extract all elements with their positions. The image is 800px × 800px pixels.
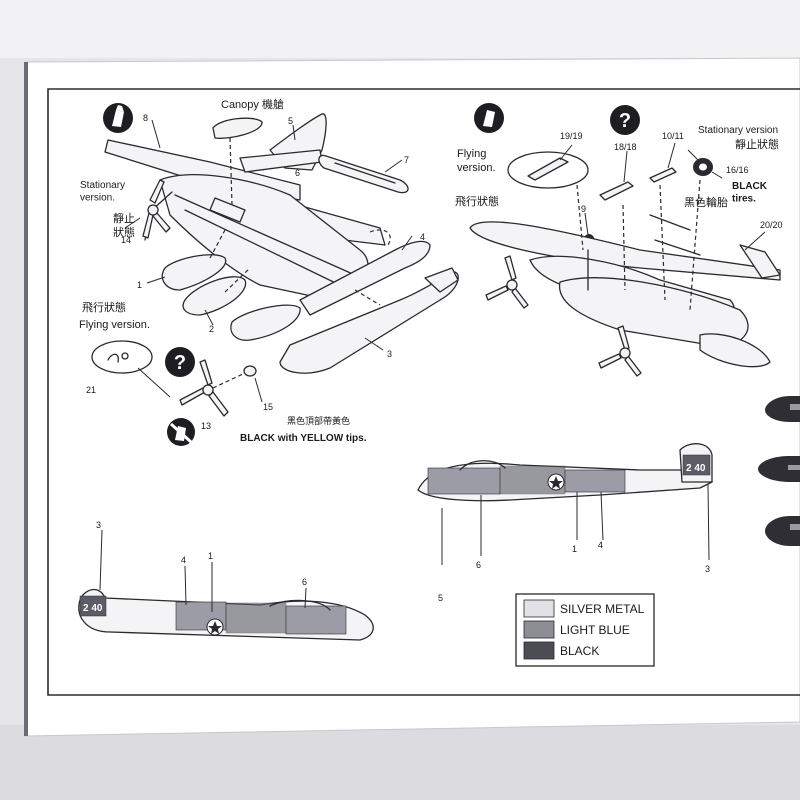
assembly-top-right: ?: [455, 103, 783, 377]
part-number-8: 8: [143, 113, 148, 123]
canopy-part: [212, 117, 263, 139]
part-number-1: 1: [137, 280, 142, 290]
svg-text:?: ?: [619, 110, 631, 132]
propeller-right-upper: [485, 255, 529, 309]
legend-black-label: BLACK: [560, 644, 599, 658]
propeller-right-lower: [598, 325, 642, 377]
help-icon: ?: [165, 347, 195, 377]
detail-part-21: [91, 340, 171, 398]
profile-left-number-3: 3: [96, 520, 101, 530]
part-number-15: 15: [263, 402, 273, 412]
part-number-4: 4: [420, 232, 425, 242]
part-number-7: 7: [404, 155, 409, 165]
background-bottom: [0, 725, 800, 800]
background-top: [0, 0, 800, 58]
gear-door-18: [599, 181, 634, 201]
profile-left-number-6: 6: [302, 577, 307, 587]
legend-silver-metal-label: SILVER METAL: [560, 602, 645, 616]
color-legend: SILVER METAL LIGHT BLUE BLACK: [515, 593, 655, 667]
flying-version-cn-label: 飛行狀態: [82, 300, 126, 314]
part-number-10: 10/11: [662, 131, 684, 141]
profile-right-number-1: 1: [572, 544, 577, 554]
profile-left-number-4: 4: [181, 555, 186, 565]
assembly-top-left: ? Canopy 機艙 8 5 6 7 4: [79, 97, 459, 446]
landing-gear-part: [230, 304, 301, 341]
profile-right-number-5: 5: [438, 593, 443, 603]
canopy-label: Canopy 機艙: [221, 97, 284, 111]
glue-icon: [474, 103, 504, 133]
glue-icon: [103, 103, 133, 133]
profile-right-number-6: 6: [476, 560, 481, 570]
propeller-stationary: [142, 179, 173, 241]
gear-door-10: [649, 167, 677, 183]
drop-tanks: [758, 396, 800, 546]
part-number-18: 18/18: [614, 142, 637, 152]
black-tires-cn-label: 黑色輪胎: [684, 195, 728, 209]
part-number-6: 6: [295, 168, 300, 178]
stationary-version-cn-label: 靜止狀態: [735, 137, 779, 151]
prop-color-cn-label: 黑色頂部帶黃色: [287, 415, 350, 426]
boom-part-3: [279, 271, 459, 374]
spinner-part-15: [243, 365, 257, 377]
wheel-part-16: [693, 158, 713, 176]
profile-right-number-3: 3: [705, 564, 710, 574]
prop-color-label: BLACK with YELLOW tips.: [240, 433, 367, 444]
part-number-9: 9: [581, 204, 586, 214]
help-icon: ?: [610, 105, 640, 135]
part-number-13: 13: [201, 421, 211, 431]
profile-left: 2 40 3 4 1 6: [78, 520, 374, 641]
stationary-version-label: Stationary version: [698, 125, 778, 136]
flying-version-label: Flying version.: [79, 319, 150, 331]
part-number-14: 14: [121, 235, 131, 245]
part-number-20: 20/20: [760, 220, 783, 230]
part-number-2: 2: [209, 324, 214, 334]
aircraft-nacelle: [559, 277, 749, 347]
sheet-frame: [47, 88, 800, 696]
flying-version-cn-label: 飛行狀態: [455, 194, 499, 208]
part-number-21: 21: [86, 385, 96, 395]
profile-right: 2 40 1 4 6 5 3: [417, 443, 713, 603]
nacelle-part-2: [182, 276, 247, 316]
svg-text:?: ?: [174, 352, 186, 374]
stationary-version-cn-label: 靜止狀態: [113, 211, 135, 239]
svg-text:2 40: 2 40: [83, 603, 103, 614]
swatch-light-blue: [523, 620, 555, 639]
profile-left-number-1: 1: [208, 551, 213, 561]
svg-text:2 40: 2 40: [686, 463, 706, 474]
part-number-16: 16/16: [726, 165, 749, 175]
part-number-3: 3: [387, 349, 392, 359]
swatch-silver-metal: [523, 599, 555, 618]
part-number-5: 5: [288, 116, 293, 126]
gear-door-detail: [507, 151, 589, 189]
part-number-19: 19/19: [560, 131, 583, 141]
no-glue-icon: [167, 418, 195, 446]
propeller-flying: [179, 359, 257, 417]
nacelle-part-1: [161, 254, 227, 291]
profile-right-number-4: 4: [598, 540, 603, 550]
sheet-edge: [24, 62, 28, 736]
swatch-black: [523, 641, 555, 660]
legend-light-blue-label: LIGHT BLUE: [560, 623, 630, 637]
